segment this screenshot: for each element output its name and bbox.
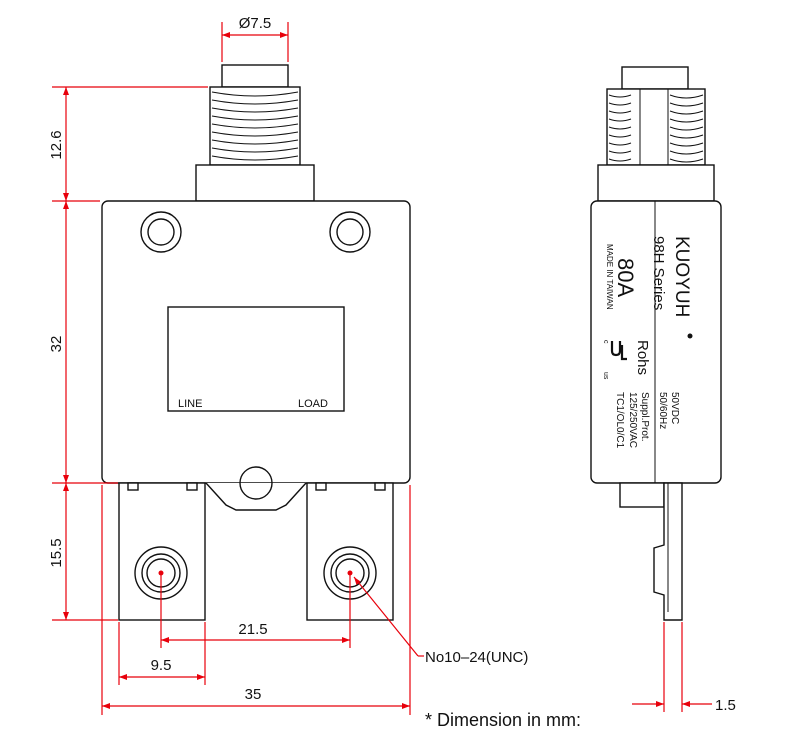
front-view: LINE LOAD [101, 64, 411, 621]
svg-text:1.5: 1.5 [715, 697, 736, 714]
spec-prot: Suppl.Prot. [639, 392, 650, 441]
brand-name: KUOYUH [671, 236, 692, 317]
mounting-hole-left [140, 211, 182, 253]
ul-mark-icon: c us [602, 340, 627, 380]
made-in: MADE IN TAIWAN [605, 244, 614, 310]
terminal-left-plate [118, 482, 206, 621]
front-dimensions: Ø7.5 12.6 32 15.5 21.5 9.5 [48, 15, 528, 715]
dim-thread-callout: No10–24(UNC) [353, 576, 528, 666]
side-stem-nut [597, 164, 715, 202]
stem-cap [221, 64, 289, 88]
series-name: 98H Series [650, 236, 667, 310]
stem-nut [195, 164, 315, 202]
side-stem-cap [621, 66, 689, 90]
spec-ac: 125/250VAC [627, 392, 638, 448]
ul-mark-left: c [602, 340, 609, 344]
dim-body-height: 32 [48, 336, 65, 353]
dim-terminal-pitch: 21.5 [160, 575, 351, 648]
line-label: LINE [178, 398, 202, 410]
svg-text:Ø7.5: Ø7.5 [239, 15, 272, 32]
dim-side-thickness: 1.5 [632, 622, 736, 714]
dim-overall-width: 35 [101, 485, 411, 715]
svg-text:35: 35 [245, 686, 262, 703]
mounting-hole-right [329, 211, 371, 253]
current-rating: 80A [613, 258, 638, 297]
svg-text:21.5: 21.5 [238, 621, 267, 638]
rohs-mark: Rohs [634, 340, 651, 375]
spec-code: TC1/OL0/C1 [614, 392, 625, 449]
side-bracket [619, 482, 665, 508]
ul-mark-right: us [602, 372, 609, 380]
center-lug [205, 482, 307, 511]
registered-mark [687, 333, 693, 339]
dim-stem-diameter: Ø7.5 [221, 15, 289, 62]
breaker-body [101, 200, 411, 484]
side-stem-threads [608, 89, 704, 165]
footnote: * Dimension in mm: [425, 710, 581, 730]
dim-terminal-width: 9.5 [118, 622, 206, 685]
side-label: KUOYUH 98H Series 80A MADE IN TAIWAN Roh… [602, 236, 693, 449]
load-label: LOAD [298, 398, 328, 410]
side-view: KUOYUH 98H Series 80A MADE IN TAIWAN Roh… [590, 66, 722, 621]
svg-text:No10–24(UNC): No10–24(UNC) [425, 649, 528, 666]
dim-stem-height: 12.6 [48, 130, 65, 159]
spec-hz: 50/60Hz [657, 392, 668, 429]
dim-terminal-height: 15.5 [48, 538, 65, 567]
spec-dc: 50VDC [669, 392, 680, 424]
stem-threads [211, 91, 299, 161]
svg-text:9.5: 9.5 [151, 657, 172, 674]
center-lug-hole [239, 466, 273, 500]
terminal-left [118, 482, 206, 621]
label-window [167, 306, 345, 412]
